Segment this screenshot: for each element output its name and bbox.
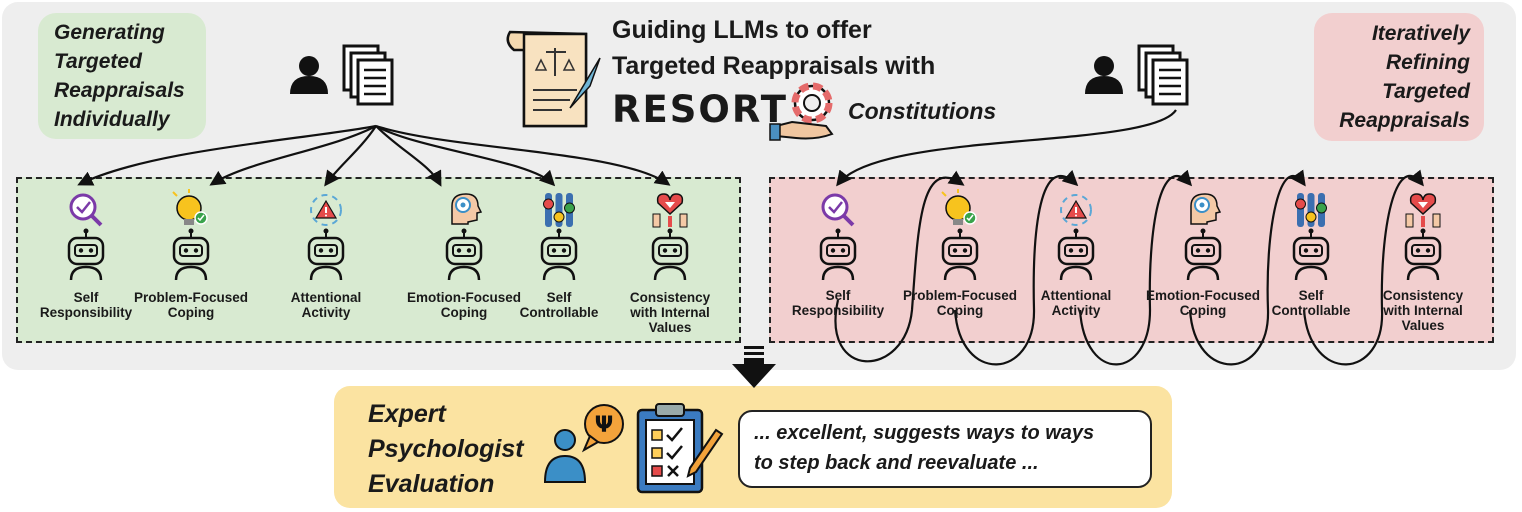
documents-icon-left (342, 44, 394, 106)
robot-icon (540, 227, 578, 282)
user-icon-right (1085, 56, 1123, 94)
left-dimension-label: Problem-Focused Coping (133, 290, 249, 320)
iteratively-refining-tag: Iteratively Refining Targeted Reappraisa… (1314, 13, 1484, 141)
robot-icon (1184, 227, 1222, 282)
title-line-1: Guiding LLMs to offer (612, 16, 872, 44)
left-dimension-label: Consistency with Internal Values (629, 290, 711, 335)
robot-icon (1404, 227, 1442, 282)
right-dimension-label: Problem-Focused Coping (902, 288, 1018, 318)
sliders-icon (543, 193, 575, 227)
lightbulb-puzzle-icon (941, 189, 977, 225)
robot-icon (1057, 227, 1095, 282)
magnifier-check-icon (69, 193, 103, 227)
robot-icon (307, 227, 345, 282)
lightbulb-puzzle-icon (172, 189, 208, 225)
documents-icon-right (1137, 44, 1189, 106)
right-dimension-label: Self Responsibility (791, 288, 885, 318)
left-dimension-label: Self Responsibility (39, 290, 133, 320)
psychologist-icon: Ψ (543, 404, 624, 483)
iteratively-refining-label: Iteratively Refining Targeted Reappraisa… (1339, 22, 1470, 132)
warning-cycle-icon (310, 194, 342, 226)
down-arrow (732, 346, 776, 388)
heart-hands-icon (652, 193, 688, 228)
individual-dimensions-box (16, 177, 741, 343)
title-line-2: Targeted Reappraisals with (612, 52, 936, 80)
robot-icon (1292, 227, 1330, 282)
user-icon-left (290, 56, 328, 94)
head-target-icon (1190, 193, 1222, 225)
right-dimension-label: Consistency with Internal Values (1382, 288, 1464, 333)
robot-icon (67, 227, 105, 282)
iterative-chain-arrows (834, 109, 1424, 366)
sliders-icon (1295, 193, 1327, 227)
right-dimension-label: Emotion-Focused Coping (1146, 288, 1260, 318)
evaluation-quote: ... excellent, suggests ways to ways to … (738, 410, 1152, 488)
fan-out-arrows (77, 124, 671, 187)
left-dimension-label: Attentional Activity (290, 290, 362, 320)
iterative-dimensions-box (769, 177, 1494, 343)
psi-symbol: Ψ (595, 413, 614, 438)
clipboard-checklist-icon (636, 403, 724, 494)
evaluation-title: Expert Psychologist Evaluation (368, 400, 524, 498)
constitutions-label: Constitutions (848, 98, 997, 124)
robot-icon (651, 227, 689, 282)
generating-individually-label: Generating Targeted Reappraisals Individ… (54, 21, 185, 131)
generating-individually-tag: Generating Targeted Reappraisals Individ… (38, 13, 206, 139)
robot-icon (172, 227, 210, 282)
lifebuoy-hand-icon (769, 82, 834, 141)
scroll-icon (506, 30, 601, 128)
warning-cycle-icon (1060, 194, 1092, 226)
heart-hands-icon (1405, 193, 1441, 228)
right-dimension-label: Attentional Activity (1040, 288, 1112, 318)
robot-icon (941, 227, 979, 282)
head-target-icon (451, 193, 483, 225)
left-dimension-label: Emotion-Focused Coping (407, 290, 521, 320)
left-dimension-label: Self Controllable (519, 290, 599, 320)
right-dimension-label: Self Controllable (1271, 288, 1351, 318)
robot-icon (819, 227, 857, 282)
robot-icon (445, 227, 483, 282)
magnifier-check-icon (821, 193, 855, 227)
resort-brand: RESORT (612, 88, 788, 131)
